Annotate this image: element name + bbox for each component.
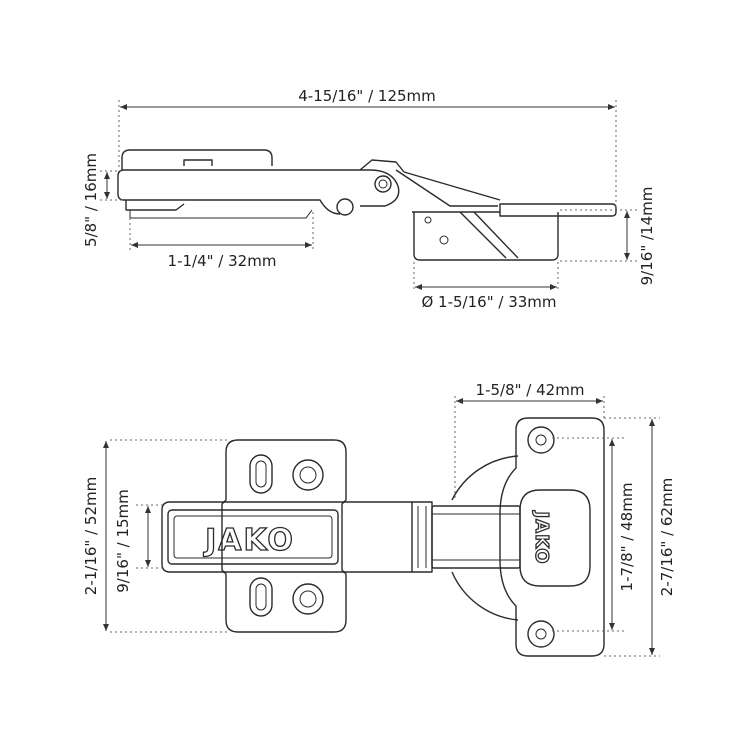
plate-height-label: 2-1/16" / 52mm: [82, 477, 100, 595]
side-view-hinge-arm: [117, 149, 501, 219]
dim-cup-depth: 9/16" /14mm: [560, 187, 656, 286]
dim-arm-height: 5/8" / 16mm: [82, 153, 122, 247]
side-view: 4-15/16" / 125mm 5/8" / 16mm 1-1/4" / 32…: [82, 87, 656, 311]
dim-plate-length: 1-1/4" / 32mm: [129, 212, 314, 270]
side-view-hinge-cup: [412, 203, 617, 261]
dim-plate-height: 2-1/16" / 52mm: [82, 439, 230, 633]
plate-length-label: 1-1/4" / 32mm: [168, 252, 277, 270]
dim-arm-slot-height: 9/16" / 15mm: [114, 489, 166, 593]
dim-cup-offset: 1-5/8" / 42mm: [454, 381, 605, 500]
top-view-hinge-arm: JAKO: [161, 501, 521, 573]
top-view: JAKO JAKO 1-5/8" / 42mm: [82, 381, 676, 657]
arm-slot-height-label: 9/16" / 15mm: [114, 489, 132, 592]
dim-cup-plate-height: 2-7/16" / 62mm: [604, 417, 676, 657]
dim-cup-diameter: Ø 1-5/16" / 33mm: [413, 262, 559, 311]
arm-logo: JAKO: [203, 523, 295, 558]
cup-logo: JAKO: [531, 509, 552, 564]
top-view-cup-plate: JAKO: [451, 417, 605, 657]
cup-diameter-label: Ø 1-5/16" / 33mm: [421, 293, 556, 311]
cup-depth-label: 9/16" /14mm: [638, 187, 656, 286]
dim-screw-spacing: 1-7/8" / 48mm: [552, 437, 636, 632]
cup-plate-height-label: 2-7/16" / 62mm: [658, 478, 676, 596]
dim-overall-length: 4-15/16" / 125mm: [118, 87, 617, 208]
top-view-mounting-plate: [221, 439, 347, 633]
screw-spacing-label: 1-7/8" / 48mm: [618, 483, 636, 592]
cup-offset-label: 1-5/8" / 42mm: [476, 381, 585, 399]
arm-height-label: 5/8" / 16mm: [82, 153, 100, 247]
overall-length-label: 4-15/16" / 125mm: [298, 87, 436, 105]
